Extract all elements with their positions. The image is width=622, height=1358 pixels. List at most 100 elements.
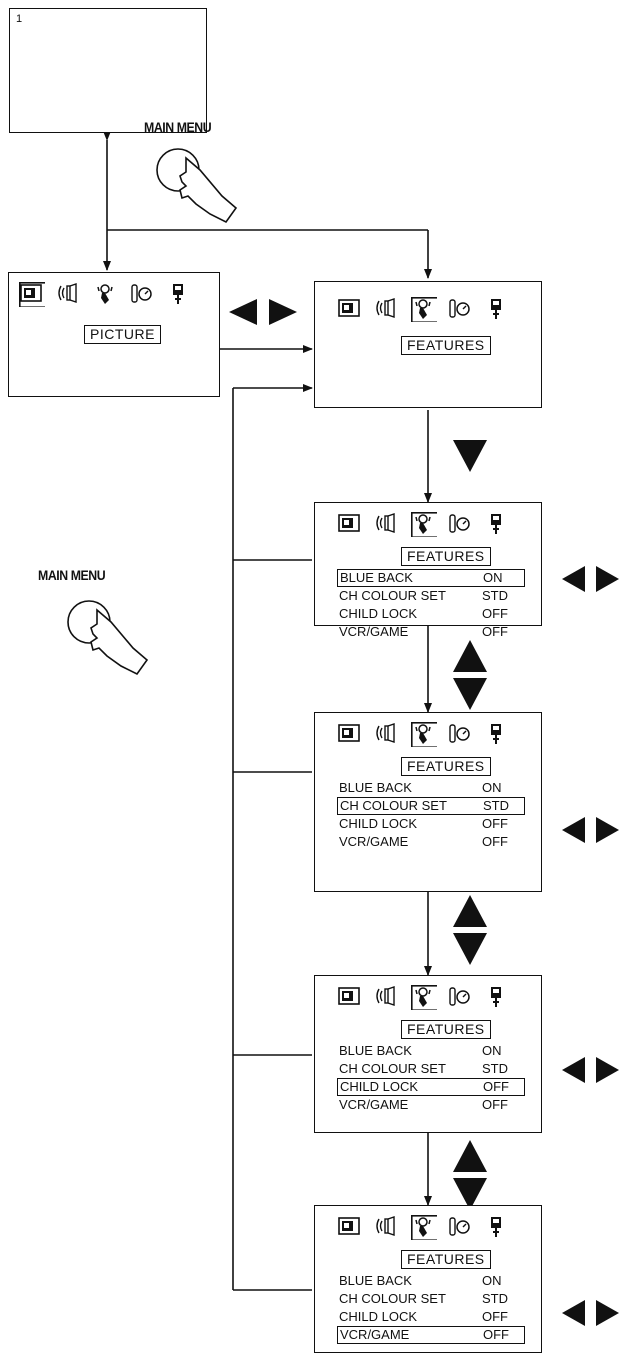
menu-row-label: BLUE BACK bbox=[339, 1273, 412, 1288]
menu-icon-row bbox=[335, 984, 520, 1010]
hand-press-icon bbox=[68, 601, 147, 674]
features-icon bbox=[409, 296, 437, 322]
menu-row-value: ON bbox=[482, 1042, 502, 1060]
menu-row-label: BLUE BACK bbox=[339, 780, 412, 795]
setup-icon bbox=[446, 511, 474, 537]
menu-row: CH COLOUR SET STD bbox=[337, 587, 525, 605]
menu-row: CH COLOUR SET STD bbox=[337, 797, 525, 815]
menu-row-value: OFF bbox=[482, 623, 508, 641]
hand-press-icon bbox=[157, 149, 236, 222]
sound-icon bbox=[372, 296, 400, 322]
menu-row: VCR/GAME OFF bbox=[337, 623, 525, 641]
menu-row: CHILD LOCKOFF bbox=[337, 1078, 525, 1096]
menu-row-value: OFF bbox=[482, 833, 508, 851]
menu-row: VCR/GAME OFF bbox=[337, 833, 525, 851]
install-icon bbox=[483, 721, 511, 747]
menu-row-value: OFF bbox=[482, 605, 508, 623]
picture-icon bbox=[335, 511, 363, 537]
left-triangle-icon bbox=[562, 1300, 585, 1326]
menu-row-label: VCR/GAME bbox=[339, 834, 408, 849]
setup-icon bbox=[128, 281, 156, 307]
menu-icon-row bbox=[17, 281, 202, 307]
right-triangle-icon bbox=[596, 566, 619, 592]
menu-row-label: BLUE BACK bbox=[340, 570, 413, 585]
features-tab-label: FEATURES bbox=[401, 757, 491, 776]
menu-icon-row bbox=[335, 296, 520, 322]
menu-icon-row bbox=[335, 721, 520, 747]
menu-row-value: STD bbox=[483, 798, 509, 813]
up-triangle-icon bbox=[453, 640, 487, 672]
sound-icon bbox=[372, 984, 400, 1010]
menu-row: BLUE BACK ON bbox=[337, 569, 525, 587]
menu-row-value: OFF bbox=[482, 1096, 508, 1114]
menu-row-label: CH COLOUR SET bbox=[339, 588, 446, 603]
picture-icon bbox=[17, 281, 45, 307]
menu-row-value: STD bbox=[482, 587, 508, 605]
menu-row-label: CH COLOUR SET bbox=[339, 1061, 446, 1076]
menu-row-label: CHILD LOCK bbox=[339, 816, 417, 831]
menu-row-label: CHILD LOCK bbox=[339, 1309, 417, 1324]
right-triangle-icon bbox=[596, 1300, 619, 1326]
screen-number: 1 bbox=[16, 13, 22, 25]
picture-tab-label: PICTURE bbox=[84, 325, 161, 344]
menu-row-value: OFF bbox=[483, 1079, 509, 1094]
menu-icon-row bbox=[335, 511, 520, 537]
left-triangle-icon bbox=[562, 566, 585, 592]
install-icon bbox=[483, 984, 511, 1010]
menu-row-value: STD bbox=[482, 1290, 508, 1308]
menu-row-label: VCR/GAME bbox=[340, 1327, 409, 1342]
menu-row-label: CHILD LOCK bbox=[339, 606, 417, 621]
sound-icon bbox=[372, 1214, 400, 1240]
menu-row: BLUE BACK ON bbox=[337, 1272, 525, 1290]
features-tab-label: FEATURES bbox=[401, 1020, 491, 1039]
features-icon bbox=[409, 721, 437, 747]
features-icon bbox=[409, 1214, 437, 1240]
menu-row-value: ON bbox=[482, 779, 502, 797]
features-icon bbox=[409, 984, 437, 1010]
right-triangle-icon bbox=[596, 1057, 619, 1083]
features-item-screen: FEATURES BLUE BACK ON CH COLOUR SET STD CHILD… bbox=[314, 712, 542, 892]
menu-row: BLUE BACK ON bbox=[337, 1042, 525, 1060]
install-icon bbox=[483, 1214, 511, 1240]
menu-row-value: OFF bbox=[482, 815, 508, 833]
tv-screen-1: 1 bbox=[9, 8, 207, 133]
menu-row-value: ON bbox=[483, 570, 503, 585]
menu-row-value: ON bbox=[482, 1272, 502, 1290]
menu-row-label: CH COLOUR SET bbox=[339, 1291, 446, 1306]
picture-icon bbox=[335, 984, 363, 1010]
features-tab-label: FEATURES bbox=[401, 547, 491, 566]
right-triangle-icon bbox=[269, 299, 297, 325]
picture-menu-screen: PICTURE bbox=[8, 272, 220, 397]
menu-row: CH COLOUR SET STD bbox=[337, 1060, 525, 1078]
menu-icon-row bbox=[335, 1214, 520, 1240]
menu-row: CHILD LOCK OFF bbox=[337, 605, 525, 623]
features-icon bbox=[409, 511, 437, 537]
setup-icon bbox=[446, 721, 474, 747]
menu-row-label: BLUE BACK bbox=[339, 1043, 412, 1058]
features-tab-label: FEATURES bbox=[401, 336, 491, 355]
menu-row-label: CH COLOUR SET bbox=[340, 798, 447, 813]
up-triangle-icon bbox=[453, 895, 487, 927]
menu-row-label: VCR/GAME bbox=[339, 1097, 408, 1112]
sound-icon bbox=[54, 281, 82, 307]
up-triangle-icon bbox=[453, 1140, 487, 1172]
menu-row: BLUE BACK ON bbox=[337, 779, 525, 797]
features-tab-label: FEATURES bbox=[401, 1250, 491, 1269]
menu-row-value: STD bbox=[482, 1060, 508, 1078]
left-triangle-icon bbox=[562, 1057, 585, 1083]
down-triangle-icon bbox=[453, 678, 487, 710]
features-icon bbox=[91, 281, 119, 307]
features-menu-screen: FEATURES bbox=[314, 281, 542, 408]
main-menu-label: MAIN MENU bbox=[38, 567, 105, 583]
menu-row: CHILD LOCK OFF bbox=[337, 815, 525, 833]
menu-row-label: VCR/GAME bbox=[339, 624, 408, 639]
down-triangle-icon bbox=[453, 933, 487, 965]
sound-icon bbox=[372, 511, 400, 537]
menu-row: VCR/GAME OFF bbox=[337, 1096, 525, 1114]
install-icon bbox=[483, 296, 511, 322]
